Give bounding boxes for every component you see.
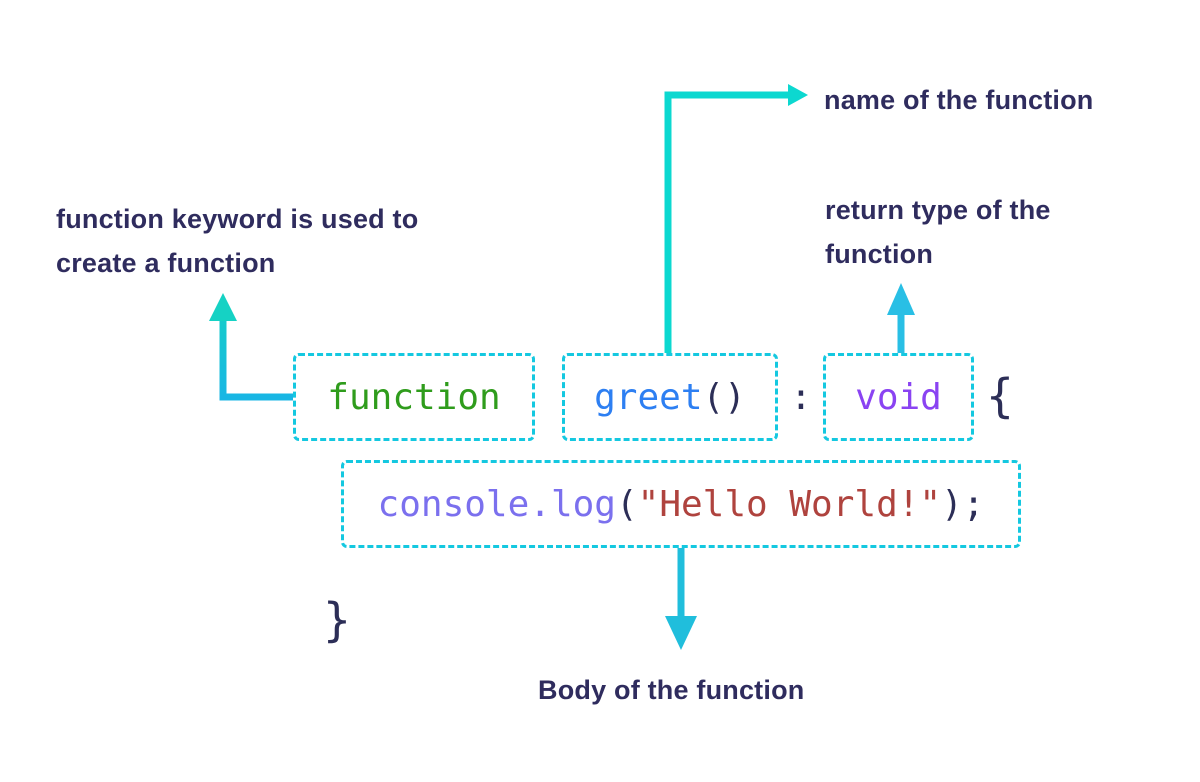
function-keyword-token: function (327, 376, 501, 418)
colon-token: : (790, 376, 812, 418)
arrow-function-keyword (209, 293, 296, 401)
function-parens-token: () (702, 376, 746, 418)
function-keyword-box: function (293, 353, 535, 441)
label-name-of-function: name of the function (824, 85, 1094, 115)
label-return-type-line2: function (825, 239, 934, 269)
label-function-keyword: function keyword is used to create a fun… (56, 197, 418, 285)
arrow-return-type (887, 283, 915, 354)
function-body-box: console.log("Hello World!"); (341, 460, 1021, 548)
return-type-token: void (855, 376, 942, 418)
function-name-box: greet() (562, 353, 778, 441)
label-return-type-line1: return type of the (825, 195, 1051, 225)
label-return-type: return type of the function (825, 188, 1051, 276)
label-function-keyword-line1: function keyword is used to (56, 204, 419, 234)
arrow-function-name (664, 84, 808, 353)
open-paren-token: ( (615, 483, 638, 525)
label-body-of-function: Body of the function (538, 675, 805, 705)
string-literal-token: "Hello World!" (637, 483, 942, 525)
label-function-keyword-line2: create a function (56, 248, 276, 278)
close-brace-token: } (323, 593, 351, 647)
return-type-box: void (823, 353, 974, 441)
close-paren-semicolon-token: ); (941, 483, 985, 525)
arrow-function-body (665, 547, 697, 650)
function-name-token: greet (594, 376, 703, 418)
console-log-token: console.log (377, 483, 616, 525)
open-brace-token: { (986, 369, 1014, 423)
